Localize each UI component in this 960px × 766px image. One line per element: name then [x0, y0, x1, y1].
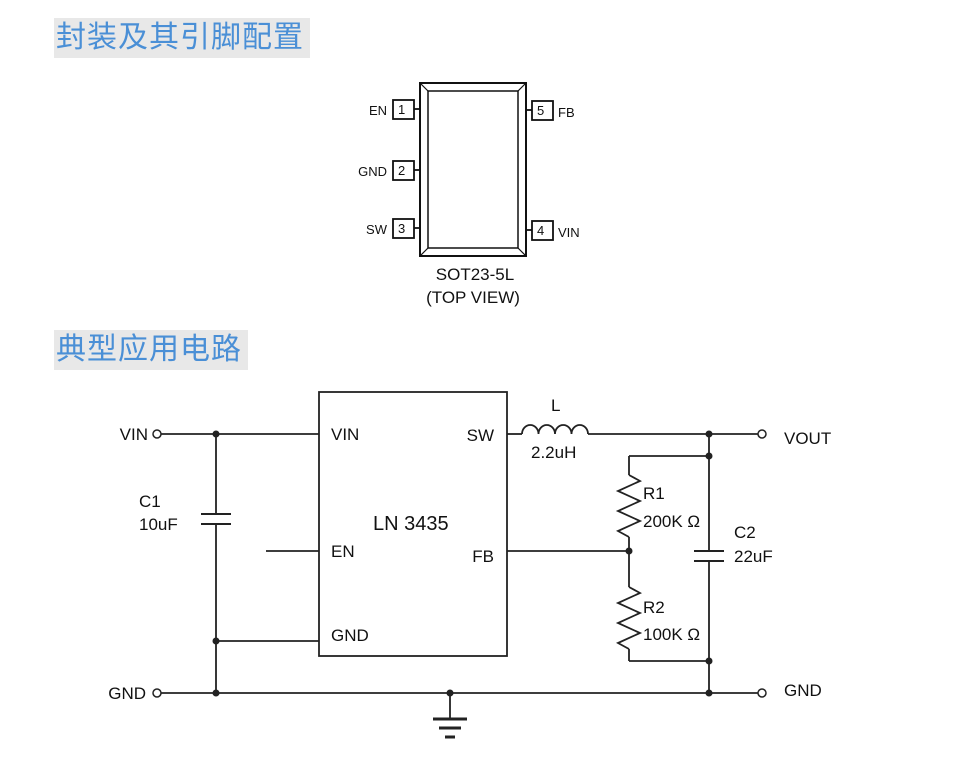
- chip-pin-en-label: EN: [331, 542, 355, 561]
- terminal-vout-label: VOUT: [784, 429, 831, 448]
- pin-label-2: GND: [358, 164, 387, 179]
- chip-pin-sw-label: SW: [467, 426, 494, 445]
- chip-pin-gnd-label: GND: [331, 626, 369, 645]
- chip-body: [318, 391, 508, 657]
- pin-number-2: 2: [398, 163, 405, 178]
- package-caption-name: SOT23-5L: [436, 265, 514, 284]
- chip-pin-vin-label: VIN: [331, 425, 359, 444]
- pin-number-5: 5: [537, 103, 544, 118]
- c2-name: C2: [734, 523, 756, 542]
- junction-dots: [212, 430, 713, 697]
- capacitor-c2: [694, 550, 724, 562]
- sot23-package: [392, 82, 554, 257]
- c1-name: C1: [139, 492, 161, 511]
- schematic-wires: [161, 433, 758, 718]
- application-heading: 典型应用电路: [54, 330, 248, 370]
- pin-label-1: EN: [369, 103, 387, 118]
- pin-label-3: SW: [366, 222, 388, 237]
- terminal-vin-label: VIN: [120, 425, 148, 444]
- package-heading: 封装及其引脚配置: [54, 18, 310, 58]
- r1-name: R1: [643, 484, 665, 503]
- capacitor-c1: [201, 513, 231, 525]
- resistor-r1: [615, 474, 643, 538]
- inductor-value: 2.2uH: [531, 443, 576, 462]
- inductor-name: L: [551, 396, 560, 415]
- c2-value: 22uF: [734, 547, 773, 566]
- pin-number-4: 4: [537, 223, 544, 238]
- chip-pin-fb-label: FB: [472, 547, 494, 566]
- pin-label-4: VIN: [558, 225, 580, 240]
- package-body-inner: [427, 90, 519, 249]
- package-caption-view: (TOP VIEW): [426, 288, 520, 307]
- r2-name: R2: [643, 598, 665, 617]
- resistor-r2: [615, 586, 643, 650]
- pin-number-1: 1: [398, 102, 405, 117]
- ground-symbol: [433, 717, 467, 739]
- chip-part-number: LN 3435: [373, 513, 449, 535]
- pin-label-5: FB: [558, 105, 575, 120]
- terminal-gnd-label: GND: [108, 684, 146, 703]
- c1-value: 10uF: [139, 515, 178, 534]
- inductor-l: [521, 424, 589, 435]
- terminal-gnd-out-label: GND: [784, 681, 822, 700]
- terminals: [152, 429, 767, 698]
- r2-value: 100K Ω: [643, 625, 700, 644]
- pin-number-3: 3: [398, 221, 405, 236]
- r1-value: 200K Ω: [643, 512, 700, 531]
- package-body-outer: [419, 82, 527, 257]
